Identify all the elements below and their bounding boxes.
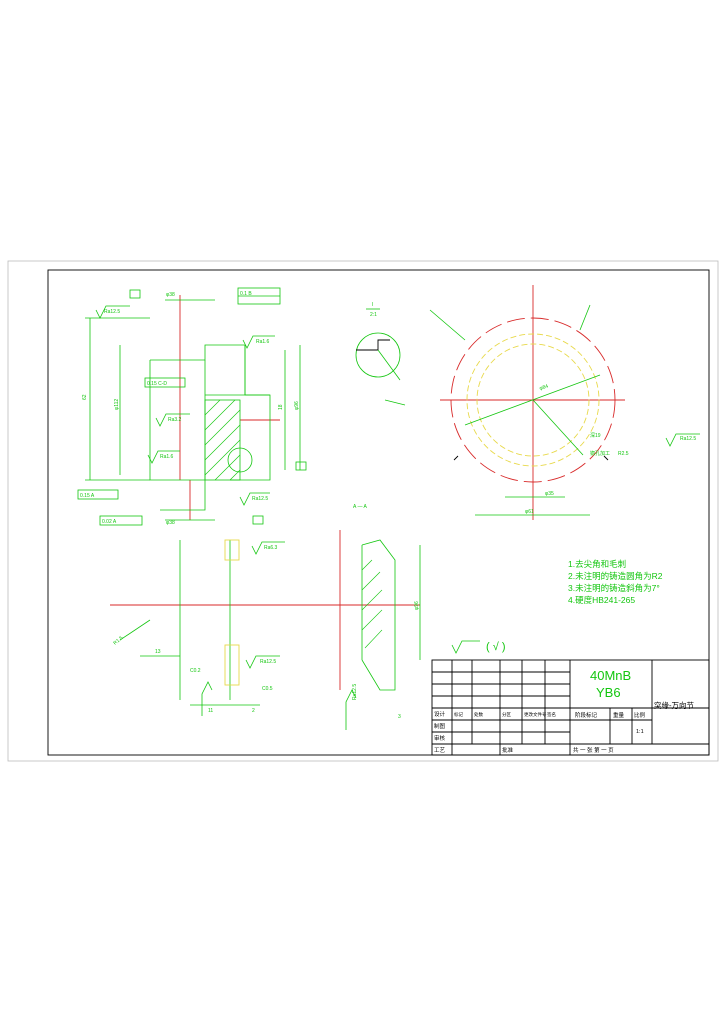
main-view: Ra12.5 Ra1.6 Ra3.2 Ra1.6 Ra12.5 Ra6.3 φ3… <box>77 287 307 555</box>
dim-d112: φ112 <box>114 399 120 410</box>
dim-3: 3 <box>398 714 401 720</box>
roughness-other: ( √ ) <box>486 641 505 653</box>
dim-c0-2: C0.2 <box>190 668 201 674</box>
tolerance-a: 0.15 A <box>80 493 95 499</box>
dim-2: 2 <box>252 708 255 714</box>
section-view: A — A φ96 Ra12.5 3 <box>270 504 421 730</box>
dim-11: 11 <box>208 708 213 714</box>
header-zone: 分区 <box>502 711 511 718</box>
roughness-lower: Ra12.5 <box>260 659 276 665</box>
approve-label: 批准 <box>502 746 514 754</box>
dim-d96-section: φ96 <box>414 601 420 610</box>
material: 40MnB <box>590 668 631 683</box>
detail-scale: 2:1 <box>370 312 377 318</box>
weight-label: 重量 <box>613 711 625 719</box>
drawing-border <box>47 269 710 756</box>
dim-4m12: 深19 <box>590 432 601 439</box>
dim-d96: φ96 <box>294 401 300 410</box>
tolerance-c-d: 0.15 C-D <box>147 381 167 387</box>
dim-62: 62 <box>82 394 88 400</box>
roughness-ra12-5: Ra12.5 <box>104 309 120 315</box>
dim-r1-5: R1.5 <box>112 635 124 647</box>
note-2: 2.未注明的铸造圆角为R2 <box>568 571 663 581</box>
header-count: 处数 <box>474 711 483 718</box>
part-name: 突缘-万向节 <box>654 700 694 710</box>
header-sign: 签名 <box>547 711 556 718</box>
title-block: 40MnB YB6 突缘-万向节 设计 制图 审核 工艺 标记 处数 分区 更改… <box>431 659 710 756</box>
lower-detail: R1.5 C0.2 C0.5 Ra12.5 11 2 13 <box>110 539 330 716</box>
scale-label: 比例 <box>634 711 646 719</box>
roughness-ra6-3: Ra6.3 <box>264 545 278 551</box>
note-1: 1.去尖角和毛刺 <box>568 559 626 569</box>
dim-18: 18 <box>278 404 284 410</box>
dim-d35: φ35 <box>545 491 554 497</box>
row-design: 设计 <box>434 710 446 718</box>
header-file: 更改文件号 <box>524 711 547 718</box>
row-process: 工艺 <box>434 747 446 754</box>
roughness-ra3-2: Ra3.2 <box>168 417 182 423</box>
part-code: YB6 <box>596 685 621 700</box>
outer-frame <box>7 260 719 762</box>
technical-notes: 1.去尖角和毛刺 2.未注明的铸造圆角为R2 3.未注明的铸造斜角为7° 4.硬… <box>568 559 663 605</box>
sheets: 共 一 张 第 一 页 <box>573 746 614 754</box>
tolerance-01b: 0.1 B <box>240 291 252 297</box>
dim-d38-top: φ38 <box>166 292 175 298</box>
dim-d84: φ84 <box>539 383 549 391</box>
detail-view: I 2:1 <box>355 302 406 406</box>
section-label: A — A <box>353 504 368 510</box>
dim-d61-bottom: φ61 <box>525 509 534 515</box>
roughness-ra1-2: Ra1.6 <box>160 454 174 460</box>
dim-13: 13 <box>155 649 161 655</box>
roughness-ra12-5b: Ra12.5 <box>252 496 268 502</box>
roughness-section: Ra12.5 <box>352 684 358 700</box>
roughness-ra1-6: Ra1.6 <box>256 339 270 345</box>
note-spotface: R2.5 <box>618 451 629 457</box>
dim-depth: 锪孔加工 <box>590 450 610 457</box>
general-roughness: ( √ ) <box>451 640 505 654</box>
tolerance-02a: 0.02 A <box>102 519 117 525</box>
row-draft: 制图 <box>434 722 446 730</box>
dim-c0-5: C0.5 <box>262 686 273 692</box>
header-mark: 标记 <box>454 711 463 718</box>
row-check: 审核 <box>434 734 446 742</box>
detail-label: I <box>372 302 373 308</box>
scale-value: 1:1 <box>636 729 644 735</box>
note-4: 4.硬度HB241-265 <box>568 595 635 605</box>
stage-label: 阶段标记 <box>575 711 598 719</box>
roughness-ra12-5c: Ra12.5 <box>680 436 696 442</box>
dim-d38-bottom: φ38 <box>166 520 175 526</box>
flange-view: φ84 φ61 φ35 深19 锪孔加工 R2.5 Ra12.5 <box>429 285 700 520</box>
note-3: 3.未注明的铸造斜角为7° <box>568 583 660 593</box>
